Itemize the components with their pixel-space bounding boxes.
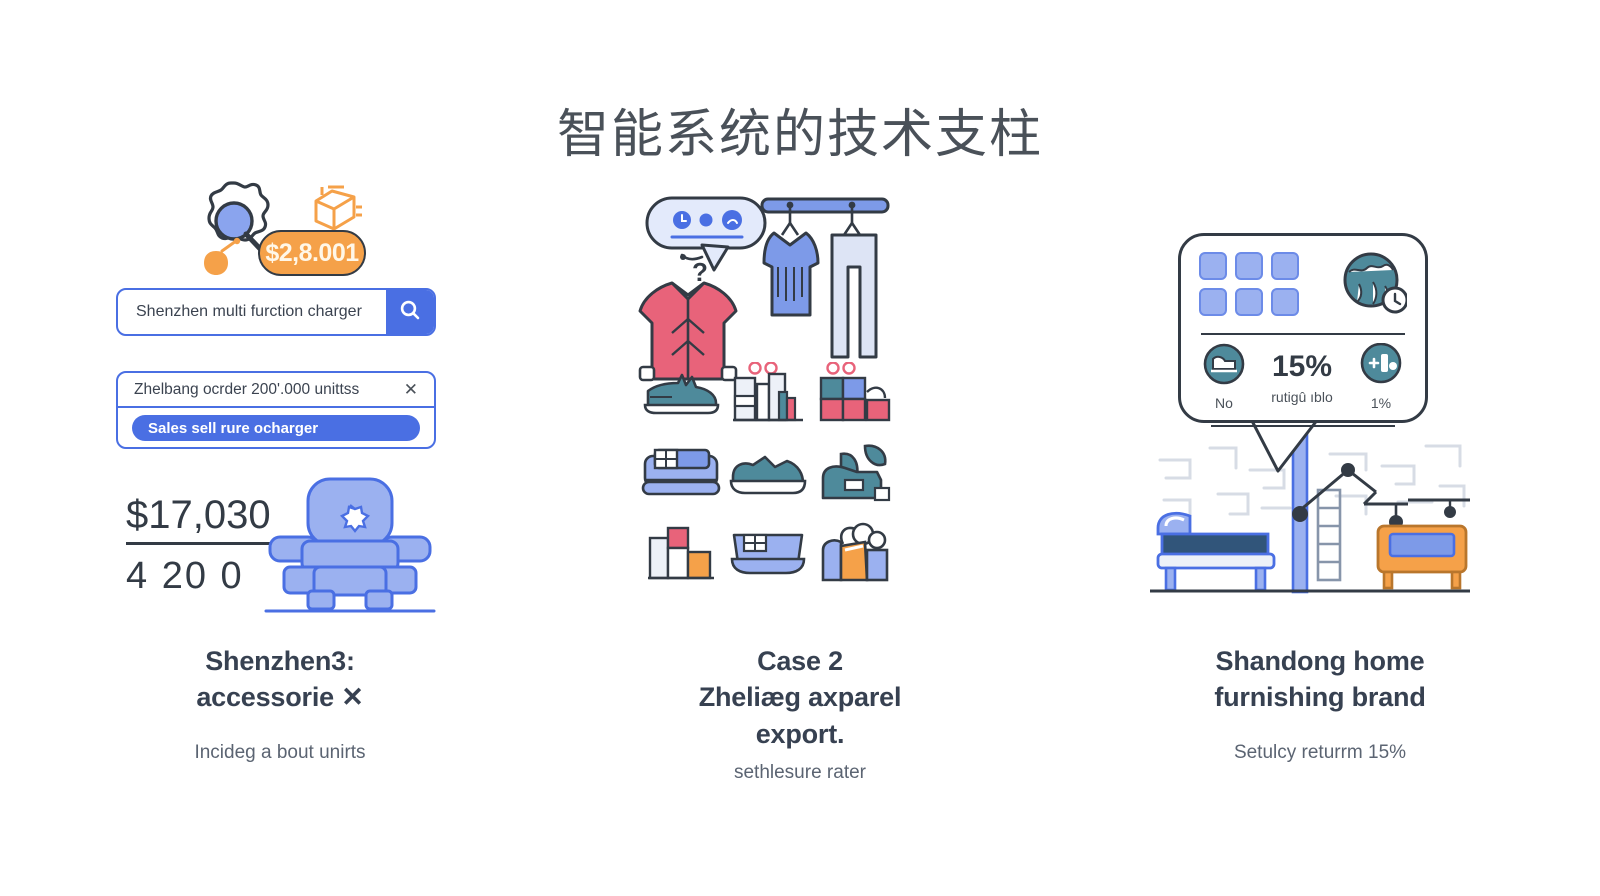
suggestion-row[interactable]: Zhelbang ocrder 200'.000 unittss ✕ [118, 380, 434, 408]
orange-blob-icon [202, 237, 256, 284]
search-input[interactable]: Shenzhen multi furction charger [136, 303, 362, 320]
sneaker-side-icon [642, 371, 720, 420]
close-icon[interactable]: ✕ [403, 380, 418, 399]
case-3-subtitle: Setulcy returrm 15% [1233, 741, 1407, 763]
search-suggestion-card[interactable]: Zhelbang ocrder 200'.000 unittss ✕ Sales… [116, 371, 436, 449]
suggestion-pill[interactable]: Sales sell rure ocharger [132, 415, 420, 441]
page-title: 智能系统的技术支柱 [556, 106, 1043, 164]
price-badge: $2,8.001 [258, 230, 366, 276]
divider [1201, 333, 1405, 335]
gift-boxes-icon [819, 360, 891, 429]
case-columns: $2,8.001 Shenzhen multi furction charger [60, 175, 1540, 835]
shelf-boxes-icon [648, 524, 715, 587]
shopping-bag-icon [819, 522, 891, 589]
packaging-boxes-icon [732, 360, 803, 429]
stat-center-label: rutigû ıblo [1271, 388, 1333, 405]
stat-right: 1% [1359, 342, 1403, 411]
search-button[interactable] [386, 290, 434, 334]
case-column-2: ? [580, 175, 1020, 784]
dashboard-stats: No 15% rutigû ıblo [1199, 342, 1407, 411]
sneaker-front-icon [729, 451, 807, 500]
revenue-figure: $17,030 [126, 493, 271, 545]
stat-left-label: No [1215, 395, 1233, 411]
orange-package-icon [306, 183, 364, 244]
case-1-caption: Shenzhen3: accessorie ✕ Incideg a bout u… [100, 643, 460, 764]
case-1-title-line-2: accessorie ✕ [196, 682, 364, 713]
module-tile [1199, 288, 1227, 316]
search-icon [399, 299, 421, 326]
case-2-caption: Case 2 Zheliæg axparel export. sethlesur… [620, 643, 980, 784]
case-1-illustration: $2,8.001 Shenzhen multi furction charger [110, 175, 450, 625]
case-1-title-line-1: Shenzhen3: [205, 646, 355, 676]
module-tile [1271, 252, 1299, 280]
callout-tail [1248, 415, 1348, 482]
suggestion-text: Zhelbang ocrder 200'.000 unittss [134, 381, 360, 398]
case-2-title: Case 2 Zheliæg axparel export. [620, 643, 980, 752]
clothing-rack-icon [760, 193, 890, 368]
stat-center: 15% rutigû ıblo [1271, 350, 1332, 405]
bed-icon [1203, 343, 1245, 389]
chat-bubble-icon [644, 195, 774, 280]
search-bar[interactable]: Shenzhen multi furction charger [116, 288, 436, 336]
showroom-scene [1148, 428, 1472, 605]
divider-bottom [1211, 425, 1395, 427]
question-mark: ? [692, 257, 708, 287]
case-1-subtitle: Incideg a bout unirts [194, 741, 366, 763]
dashboard-card-top [1199, 252, 1409, 321]
couch-icon [728, 529, 808, 582]
dashboard-card: No 15% rutigû ıblo [1178, 233, 1428, 427]
case-1-title: Shenzhen3: accessorie ✕ [100, 643, 460, 716]
units-figure: 4 20 0 [126, 555, 244, 597]
module-tile [1271, 288, 1299, 316]
module-tile [1199, 252, 1227, 280]
case-3-illustration: No 15% rutigû ıblo [1148, 175, 1490, 625]
case-2-illustration: ? [630, 175, 970, 625]
stat-center-value: 15% [1271, 349, 1333, 383]
case-3-caption: Shandong home furnishing brand Setulcy r… [1140, 643, 1500, 764]
case-2-subtitle: sethlesure rater [733, 762, 866, 784]
stat-left: No [1203, 343, 1245, 411]
pink-jacket-icon [636, 275, 740, 390]
stat-right-label: 1% [1370, 395, 1392, 411]
magnifier-flower-icon [188, 177, 280, 270]
plant-chair-icon [819, 442, 891, 509]
module-tile [1235, 252, 1263, 280]
globe-icon [1341, 252, 1409, 321]
case-3-title-line-1: Shandong home [1215, 646, 1425, 676]
product-grid [638, 355, 898, 595]
case-column-1: $2,8.001 Shenzhen multi furction charger [60, 175, 500, 764]
sofa-icon [641, 446, 721, 505]
case-column-3: No 15% rutigû ıblo [1100, 175, 1540, 764]
case-3-title: Shandong home furnishing brand [1140, 643, 1500, 716]
armchair-icon [262, 475, 437, 625]
case-2-title-line-2: Zheliæg axparel [698, 682, 902, 713]
case-2-title-line-3: export. [755, 718, 845, 749]
plus-badge-icon [1359, 342, 1403, 389]
module-grid [1199, 252, 1299, 316]
case-3-title-line-2: furnishing brand [1214, 682, 1426, 713]
case-2-title-line-1: Case 2 [757, 646, 843, 676]
module-tile [1235, 288, 1263, 316]
